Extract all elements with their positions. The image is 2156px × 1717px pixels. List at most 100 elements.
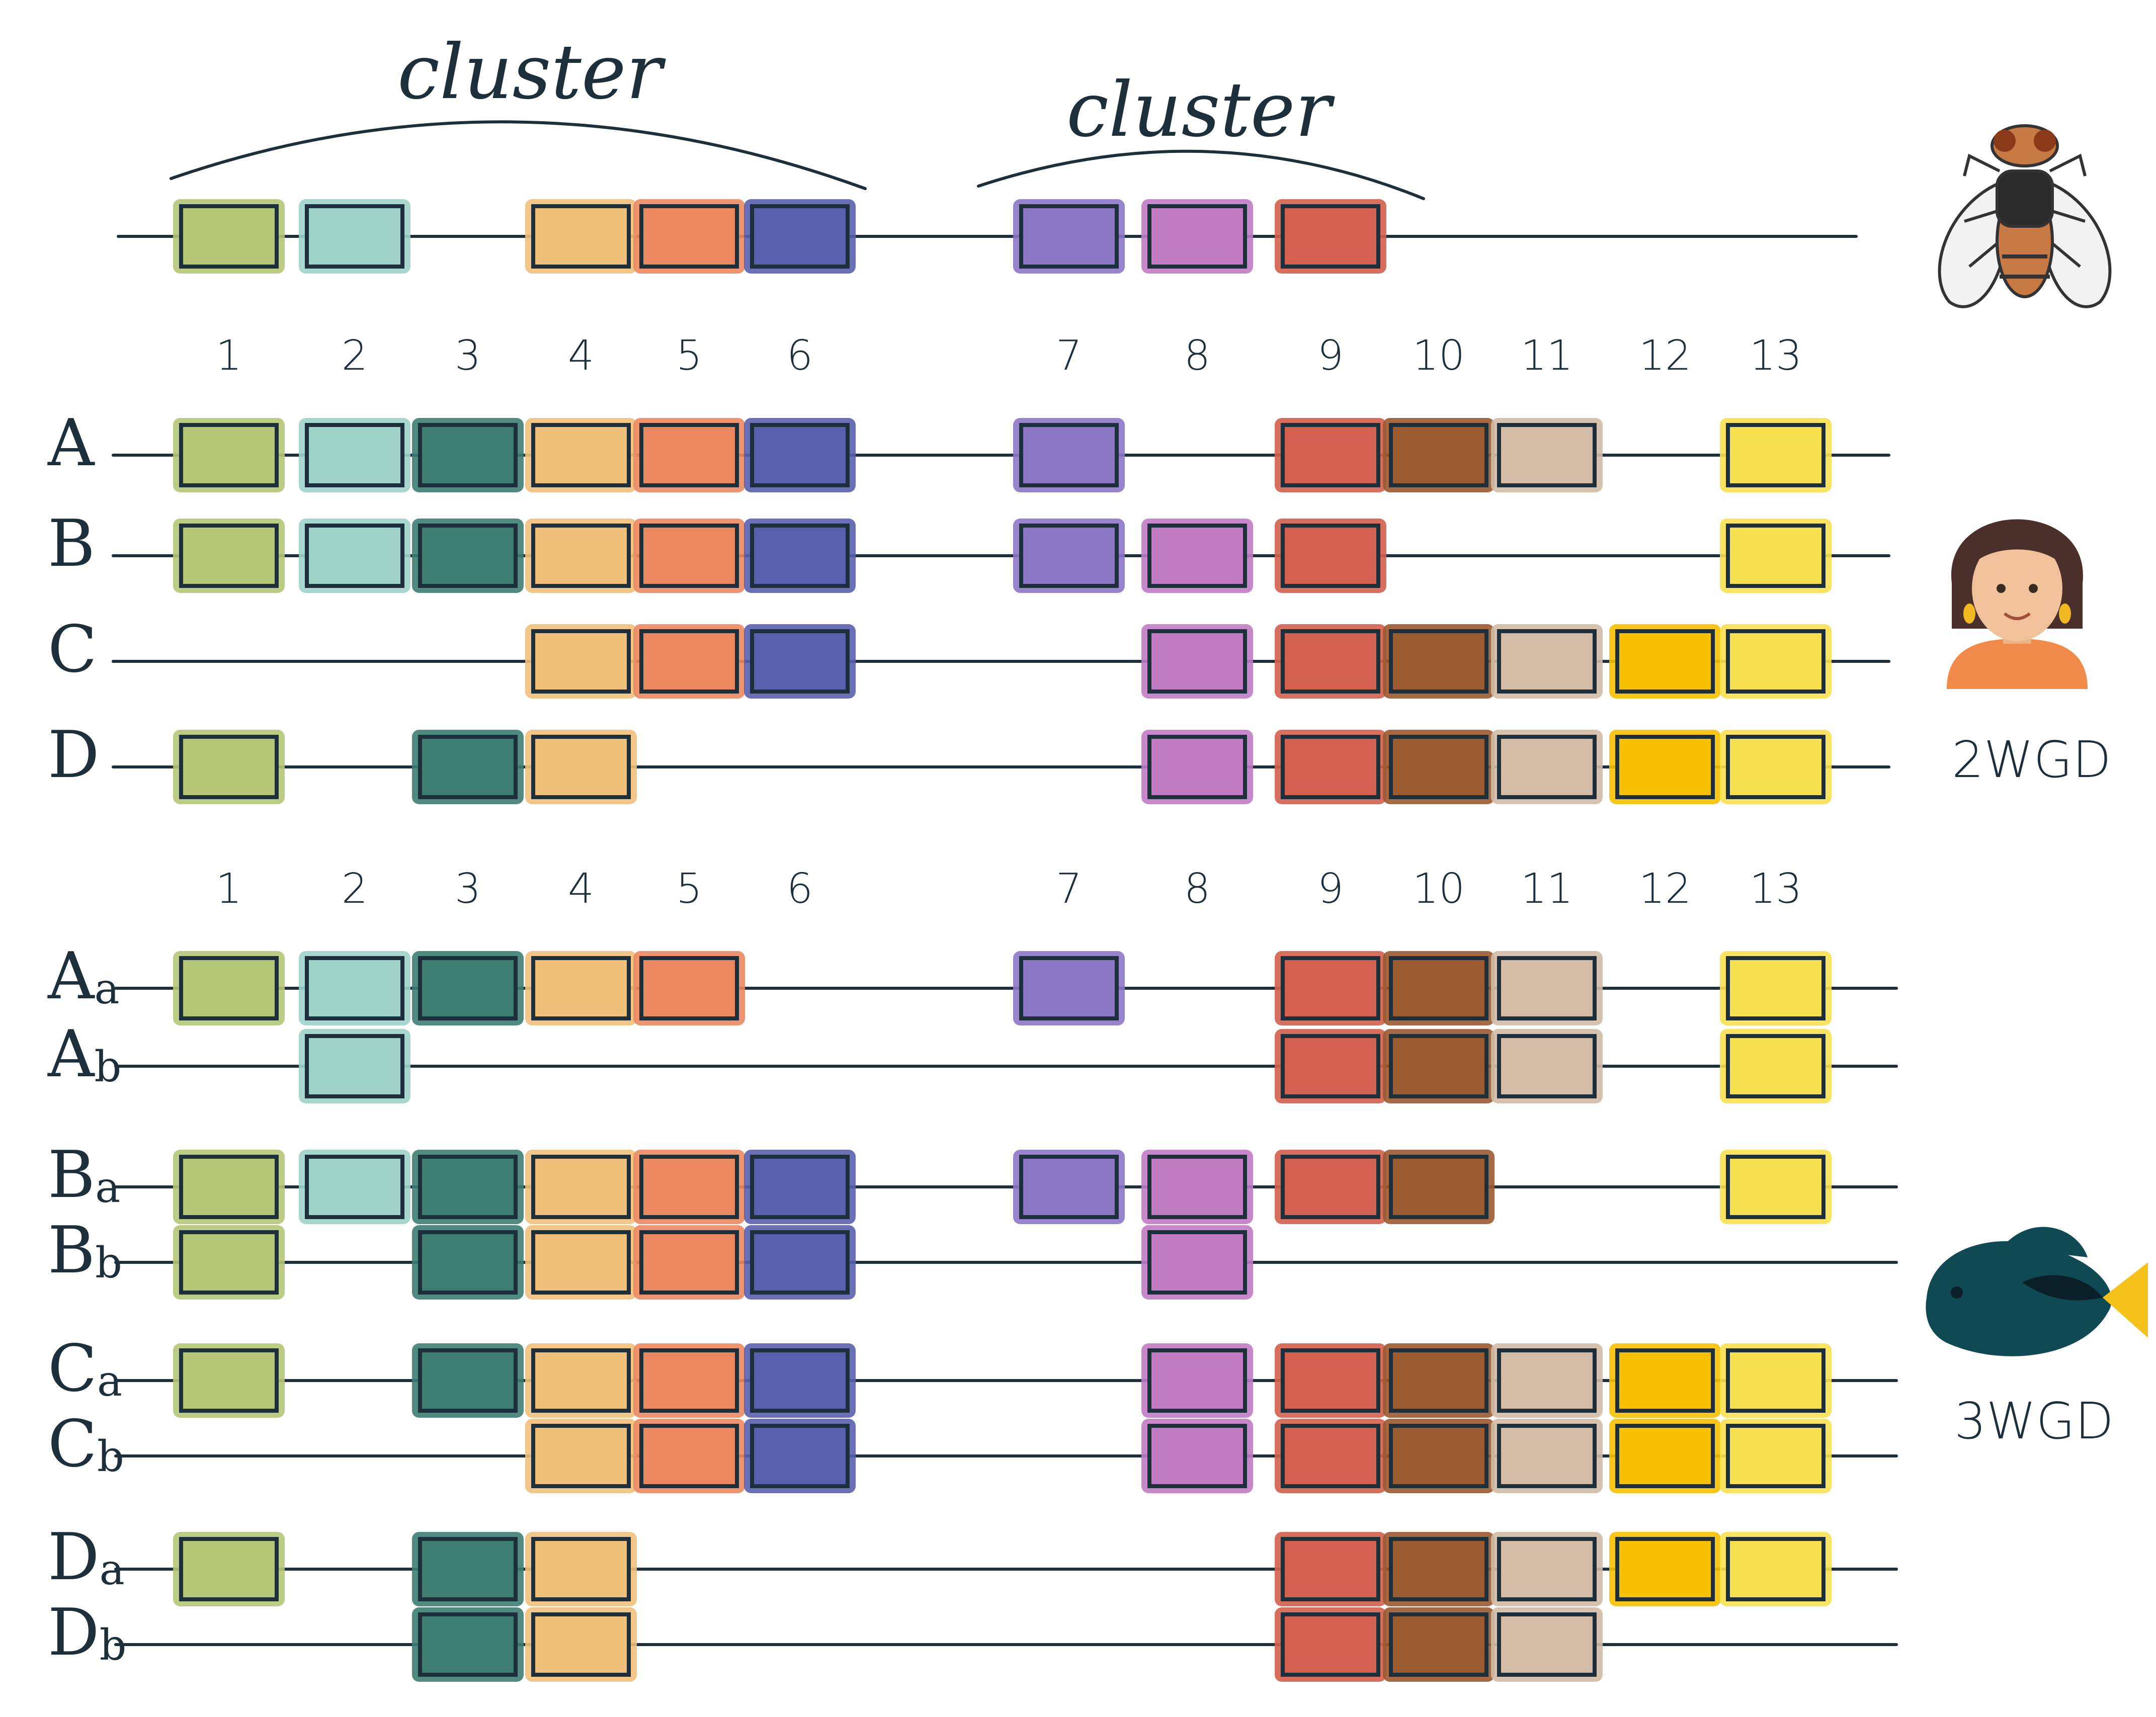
gene-4-box [531,204,631,269]
gene-6-box [750,1348,850,1413]
gene-12-box [1615,629,1715,694]
gene-number-9: 9 [1317,332,1344,380]
fish-row-label-Ab: Ab [47,1017,121,1092]
fish-row-Db [114,1607,1898,1682]
gene-number-10: 10 [1413,332,1465,380]
gene-4-box [531,735,631,799]
gene-10-box [1389,1155,1488,1219]
gene-6-box [750,1230,850,1295]
gene-9-box [1281,629,1380,694]
gene-3-box [418,423,518,487]
ancestral-chromosome [117,199,1858,274]
gene-number-10: 10 [1413,865,1465,913]
human-row-label-A: A [47,406,95,481]
gene-3-box [418,956,518,1020]
gene-5-box [639,1348,739,1413]
gene-2-box [305,1155,404,1219]
gene-5-box [639,629,739,694]
gene-number-1: 1 [216,332,242,380]
gene-9-box [1281,1424,1380,1488]
human-row-label-B: B [48,506,95,581]
cluster-bracket-1 [170,120,867,190]
gene-10-box [1389,1034,1488,1098]
gene-8-box [1147,1424,1247,1488]
gene-10-box [1389,1424,1488,1488]
cluster-label-1: cluster [397,29,667,116]
fish-row-Ba [114,1150,1898,1224]
gene-6-box [750,204,850,269]
gene-number-5: 5 [676,332,702,380]
gene-4-box [531,1537,631,1601]
wgd-label-fish: 3WGD [1954,1392,2114,1450]
gene-3-box [418,1348,518,1413]
gene-number-7: 7 [1056,332,1082,380]
gene-1-box [179,1537,279,1601]
fish-row-label-Aa: Aa [47,939,120,1014]
gene-3-box [418,524,518,588]
gene-9-box [1281,1537,1380,1601]
gene-8-box [1147,204,1247,269]
gene-6-box [750,524,850,588]
gene-8-box [1147,524,1247,588]
gene-number-9: 9 [1317,865,1344,913]
gene-9-box [1281,1612,1380,1677]
gene-8-box [1147,629,1247,694]
gene-4-box [531,1155,631,1219]
gene-6-box [750,423,850,487]
gene-number-11: 11 [1521,865,1573,913]
gene-2-box [305,1034,404,1098]
gene-number-4: 4 [568,865,594,913]
gene-5-box [639,956,739,1020]
gene-11-box [1497,629,1597,694]
fish-icon [1926,1227,2148,1356]
gene-1-box [179,1348,279,1413]
gene-7-box [1019,956,1119,1020]
fish-row-label-Ca: Ca [48,1331,122,1406]
gene-5-box [639,204,739,269]
gene-13-box [1726,1155,1826,1219]
gene-7-box [1019,1155,1119,1219]
gene-1-box [179,423,279,487]
gene-11-box [1497,1612,1597,1677]
gene-1-box [179,735,279,799]
fish-row-Da [114,1532,1898,1606]
gene-11-box [1497,423,1597,487]
gene-12-box [1615,1537,1715,1601]
fish-row-label-Db: Db [48,1595,126,1670]
gene-1-box [179,204,279,269]
gene-8-box [1147,735,1247,799]
gene-number-11: 11 [1521,332,1573,380]
gene-9-box [1281,423,1380,487]
gene-8-box [1147,1230,1247,1295]
gene-number-12: 12 [1639,332,1691,380]
gene-number-13: 13 [1750,332,1802,380]
human-row-A [112,418,1890,492]
gene-11-box [1497,1537,1597,1601]
gene-7-box [1019,204,1119,269]
fish-row-label-Da: Da [48,1520,125,1595]
gene-5-box [639,1155,739,1219]
gene-4-box [531,524,631,588]
gene-13-box [1726,735,1826,799]
gene-number-8: 8 [1184,332,1210,380]
gene-number-3: 3 [455,332,481,380]
gene-8-box [1147,1155,1247,1219]
gene-13-box [1726,629,1826,694]
gene-9-box [1281,204,1380,269]
gene-3-box [418,1537,518,1601]
human-row-label-C: C [48,612,97,687]
gene-1-box [179,1155,279,1219]
gene-2-box [305,524,404,588]
gene-10-box [1389,1537,1488,1601]
gene-8-box [1147,1348,1247,1413]
gene-9-box [1281,1348,1380,1413]
gene-2-box [305,956,404,1020]
wgd-label-human: 2WGD [1952,730,2111,789]
gene-9-box [1281,1034,1380,1098]
gene-9-box [1281,956,1380,1020]
gene-number-6: 6 [787,865,813,913]
gene-9-box [1281,524,1380,588]
gene-number-5: 5 [676,865,702,913]
